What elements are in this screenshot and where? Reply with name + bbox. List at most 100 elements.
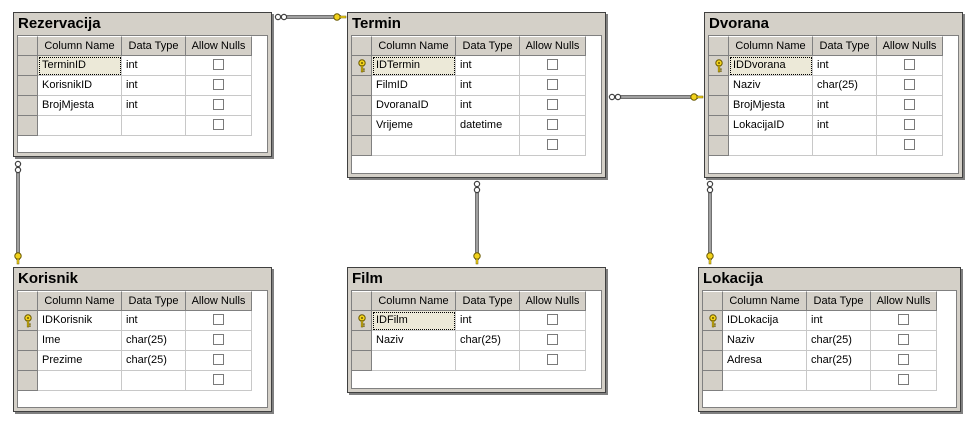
table-row[interactable] — [352, 351, 601, 371]
data-type-cell[interactable]: int — [813, 56, 877, 76]
data-type-cell[interactable]: int — [813, 96, 877, 116]
allow-nulls-checkbox[interactable] — [898, 334, 909, 345]
data-type-cell[interactable] — [122, 116, 186, 136]
header-data-type[interactable]: Data Type — [122, 291, 186, 311]
column-name-cell[interactable]: IDKorisnik — [38, 311, 122, 331]
column-name-cell[interactable]: TerminID — [38, 56, 122, 76]
data-type-cell[interactable]: char(25) — [122, 331, 186, 351]
data-type-cell[interactable]: datetime — [456, 116, 520, 136]
row-selector[interactable] — [18, 56, 38, 76]
table-row[interactable] — [709, 136, 958, 156]
row-selector[interactable] — [703, 371, 723, 391]
column-name-cell[interactable]: Ime — [38, 331, 122, 351]
header-column-name[interactable]: Column Name — [38, 36, 122, 56]
row-selector[interactable] — [18, 311, 38, 331]
row-selector[interactable] — [352, 116, 372, 136]
allow-nulls-checkbox[interactable] — [547, 139, 558, 150]
header-data-type[interactable]: Data Type — [807, 291, 871, 311]
allow-nulls-checkbox[interactable] — [213, 119, 224, 130]
table-row[interactable] — [18, 116, 267, 136]
column-name-cell[interactable]: Prezime — [38, 351, 122, 371]
column-name-cell[interactable]: BrojMjesta — [38, 96, 122, 116]
allow-nulls-checkbox[interactable] — [547, 334, 558, 345]
data-type-cell[interactable] — [456, 351, 520, 371]
column-name-cell[interactable]: Naziv — [372, 331, 456, 351]
header-data-type[interactable]: Data Type — [813, 36, 877, 56]
data-type-cell[interactable]: int — [456, 311, 520, 331]
header-column-name[interactable]: Column Name — [723, 291, 807, 311]
header-data-type[interactable]: Data Type — [122, 36, 186, 56]
column-name-cell[interactable]: KorisnikID — [38, 76, 122, 96]
header-allow-nulls[interactable]: Allow Nulls — [520, 36, 586, 56]
allow-nulls-checkbox[interactable] — [904, 59, 915, 70]
column-name-cell[interactable]: IDLokacija — [723, 311, 807, 331]
data-type-cell[interactable]: int — [456, 76, 520, 96]
data-type-cell[interactable]: char(25) — [456, 331, 520, 351]
header-allow-nulls[interactable]: Allow Nulls — [186, 36, 252, 56]
data-type-cell[interactable]: int — [456, 96, 520, 116]
table-row[interactable] — [703, 371, 956, 391]
header-column-name[interactable]: Column Name — [729, 36, 813, 56]
allow-nulls-checkbox[interactable] — [904, 99, 915, 110]
data-type-cell[interactable] — [122, 371, 186, 391]
row-selector[interactable] — [703, 351, 723, 371]
column-name-cell[interactable]: Vrijeme — [372, 116, 456, 136]
column-name-cell[interactable]: IDTermin — [372, 56, 456, 76]
allow-nulls-checkbox[interactable] — [898, 374, 909, 385]
column-name-cell[interactable] — [372, 136, 456, 156]
data-type-cell[interactable]: int — [122, 56, 186, 76]
row-selector[interactable] — [352, 331, 372, 351]
column-name-cell[interactable]: FilmID — [372, 76, 456, 96]
allow-nulls-checkbox[interactable] — [547, 354, 558, 365]
data-type-cell[interactable]: char(25) — [807, 351, 871, 371]
data-type-cell[interactable]: char(25) — [813, 76, 877, 96]
row-selector[interactable] — [709, 76, 729, 96]
header-column-name[interactable]: Column Name — [372, 36, 456, 56]
data-type-cell[interactable]: int — [122, 96, 186, 116]
header-allow-nulls[interactable]: Allow Nulls — [186, 291, 252, 311]
header-column-name[interactable]: Column Name — [372, 291, 456, 311]
allow-nulls-checkbox[interactable] — [898, 354, 909, 365]
data-type-cell[interactable]: int — [122, 76, 186, 96]
header-column-name[interactable]: Column Name — [38, 291, 122, 311]
allow-nulls-checkbox[interactable] — [213, 354, 224, 365]
row-selector[interactable] — [18, 351, 38, 371]
table-row[interactable] — [18, 371, 267, 391]
allow-nulls-checkbox[interactable] — [547, 119, 558, 130]
data-type-cell[interactable]: int — [807, 311, 871, 331]
data-type-cell[interactable]: int — [456, 56, 520, 76]
column-name-cell[interactable] — [729, 136, 813, 156]
column-name-cell[interactable] — [38, 371, 122, 391]
allow-nulls-checkbox[interactable] — [213, 99, 224, 110]
allow-nulls-checkbox[interactable] — [904, 139, 915, 150]
data-type-cell[interactable]: int — [122, 311, 186, 331]
allow-nulls-checkbox[interactable] — [213, 314, 224, 325]
allow-nulls-checkbox[interactable] — [213, 334, 224, 345]
allow-nulls-checkbox[interactable] — [904, 79, 915, 90]
row-selector[interactable] — [18, 76, 38, 96]
header-allow-nulls[interactable]: Allow Nulls — [877, 36, 943, 56]
row-selector[interactable] — [352, 311, 372, 331]
allow-nulls-checkbox[interactable] — [904, 119, 915, 130]
allow-nulls-checkbox[interactable] — [213, 374, 224, 385]
column-name-cell[interactable]: Naziv — [723, 331, 807, 351]
column-name-cell[interactable]: BrojMjesta — [729, 96, 813, 116]
row-selector[interactable] — [352, 136, 372, 156]
row-selector[interactable] — [18, 331, 38, 351]
row-selector[interactable] — [709, 116, 729, 136]
